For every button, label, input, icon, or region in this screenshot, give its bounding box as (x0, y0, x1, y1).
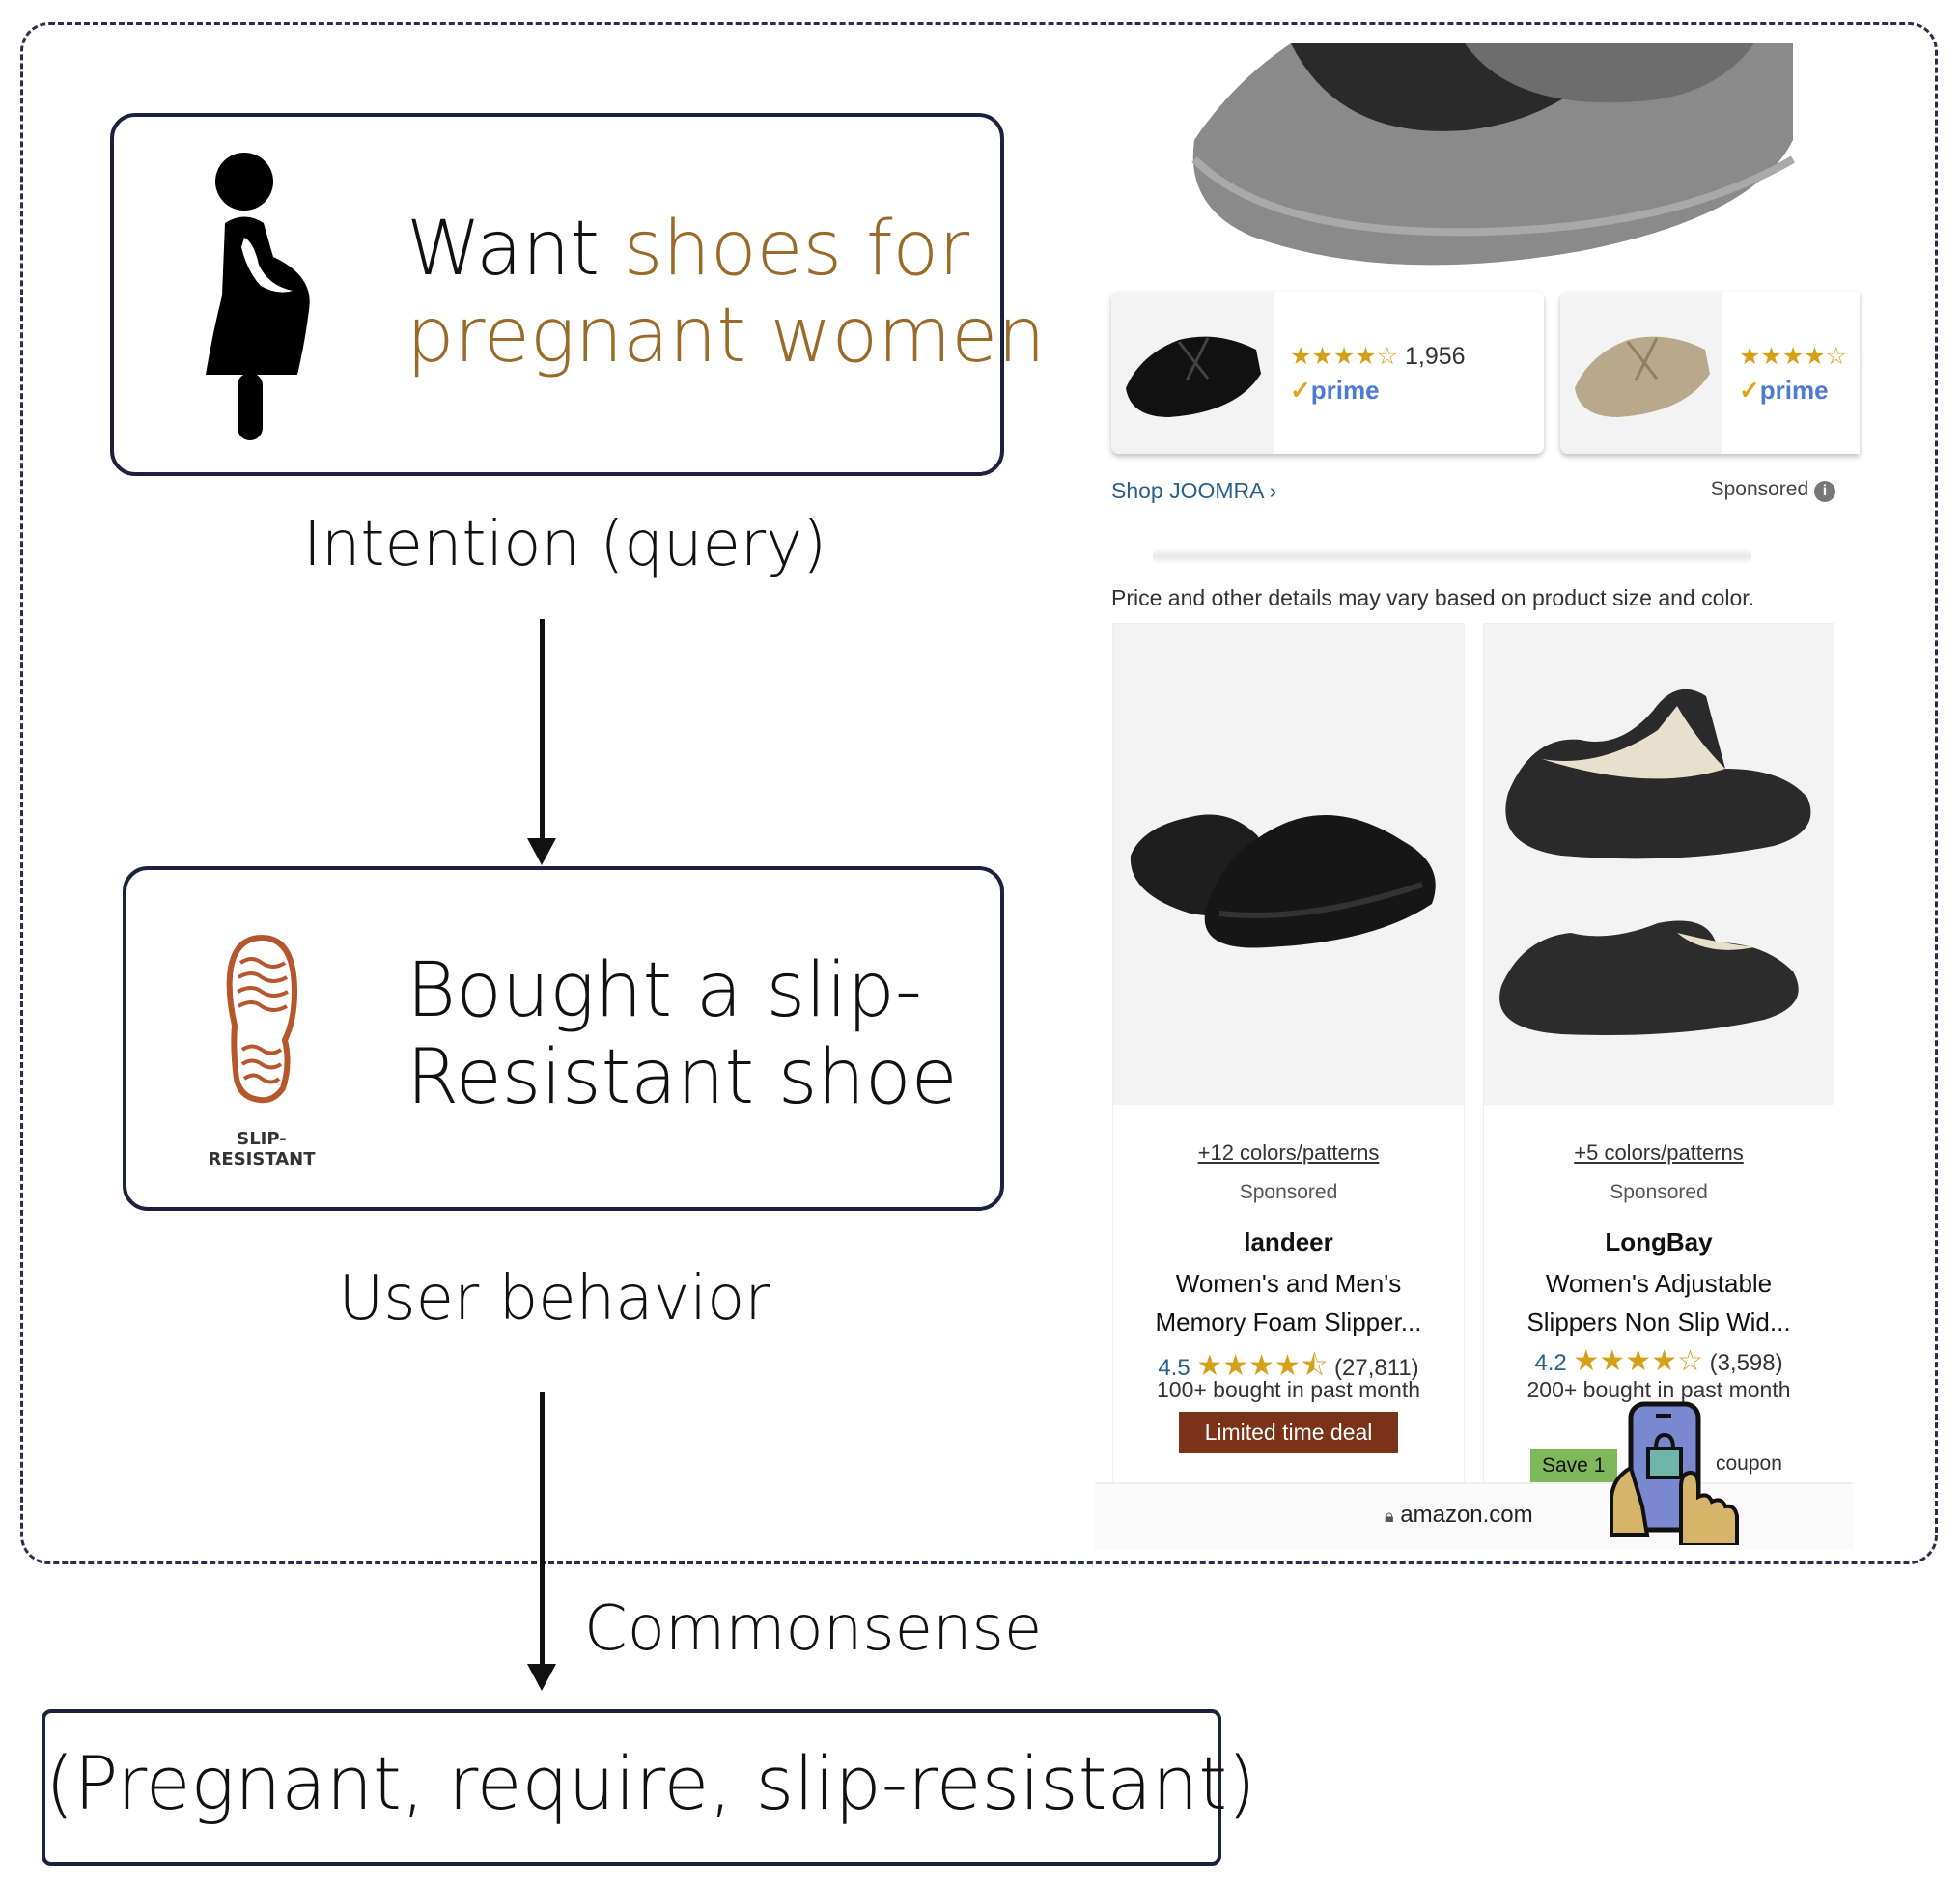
intention-highlight: shoes for (623, 206, 970, 293)
bought-count: 200+ bought in past month (1526, 1377, 1791, 1402)
product-title[interactable]: Women's Adjustable (1545, 1269, 1773, 1298)
rating-row: ★★★★☆ 1,956 (1290, 343, 1466, 370)
intention-highlight: pregnant women (406, 293, 1046, 380)
arrow-line (540, 1392, 545, 1667)
behavior-box: SLIP-RESISTANT Bought a slip- Resistant … (123, 866, 1004, 1211)
shop-joomra-link[interactable]: Shop JOOMRA › (1111, 478, 1277, 503)
arrow-head-icon (527, 1664, 556, 1691)
rating-row[interactable]: 4.2 ★★★★☆ (3,598) (1534, 1345, 1783, 1377)
sponsored-label[interactable]: Sponsored i (1711, 478, 1835, 502)
intention-text-plain: Want (406, 206, 624, 293)
arrow-line (540, 619, 545, 841)
intention-text: Want shoes for pregnant women (406, 206, 1046, 380)
tan-slide-image (1575, 336, 1710, 417)
slip-resistant-label: SLIP-RESISTANT (208, 1129, 316, 1169)
product-title[interactable]: Women's and Men's (1175, 1269, 1402, 1298)
product-title[interactable]: Memory Foam Slipper... (1155, 1308, 1422, 1336)
carousel-card[interactable]: ★★★★☆ ✓prime (1560, 292, 1860, 454)
colors-link[interactable]: +5 colors/patterns (1574, 1140, 1744, 1165)
price-note: Price and other details may vary based o… (1111, 585, 1755, 610)
behavior-text: Bought a slip- Resistant shoe (406, 947, 958, 1121)
coupon-label: coupon (1716, 1452, 1782, 1475)
sponsored-label: Sponsored (1239, 1181, 1338, 1203)
rating-row: ★★★★☆ (1739, 343, 1848, 370)
gray-slide-sandal-image[interactable] (1175, 43, 1803, 275)
product-image[interactable] (1113, 624, 1464, 1105)
intention-box: Want shoes for pregnant women (110, 113, 1046, 476)
sponsored-label: Sponsored (1610, 1181, 1708, 1203)
black-slipper-image (1130, 814, 1436, 948)
product-card[interactable]: +5 colors/patterns Sponsored LongBay Wom… (1483, 623, 1834, 1526)
intention-label: Intention (query) (302, 509, 827, 580)
lock-icon: 🔒︎ (1385, 1506, 1394, 1526)
info-icon[interactable]: i (1814, 481, 1835, 502)
prime-badge: ✓prime (1739, 376, 1829, 405)
product-thumbnail (1560, 292, 1722, 454)
brand-name: landeer (1244, 1227, 1333, 1256)
commonsense-label: Commonsense (584, 1593, 1043, 1665)
carousel-card[interactable]: ★★★★☆ 1,956 ✓prime (1111, 292, 1544, 454)
user-context-region (20, 22, 1938, 1564)
colors-link[interactable]: +12 colors/patterns (1197, 1140, 1380, 1165)
prime-badge: ✓prime (1290, 376, 1380, 405)
brand-name: LongBay (1605, 1227, 1713, 1256)
mobile-shopping-icon (1610, 1401, 1739, 1545)
black-slide-image (1126, 336, 1261, 417)
shoe-sole-icon (226, 934, 298, 1104)
limited-deal-badge: Limited time deal (1179, 1412, 1398, 1453)
bought-count: 100+ bought in past month (1156, 1377, 1420, 1402)
black-adjustable-slipper-image (1499, 689, 1811, 1035)
commonsense-triple: (Pregnant, require, slip-resistant) (45, 1740, 1256, 1826)
pregnant-woman-icon (206, 153, 310, 440)
product-title[interactable]: Slippers Non Slip Wid... (1526, 1308, 1791, 1336)
product-image[interactable] (1484, 624, 1834, 1105)
commonsense-box: (Pregnant, require, slip-resistant) (42, 1709, 1256, 1866)
behavior-line: Resistant shoe (406, 1034, 958, 1121)
url-text[interactable]: 🔒︎ amazon.com (1385, 1502, 1533, 1528)
behavior-line: Bought a slip- (406, 947, 923, 1034)
product-card[interactable]: +12 colors/patterns Sponsored landeer Wo… (1112, 623, 1465, 1526)
behavior-label: User behavior (338, 1263, 770, 1335)
rating-row[interactable]: 4.5 ★★★★⯪ (27,811) (1158, 1350, 1419, 1382)
amazon-screenshot: ★★★★☆ 1,956 ✓prime ★★★★☆ ✓prime Shop JOO… (1095, 39, 1860, 1550)
rating-count: 1,956 (1405, 343, 1466, 370)
product-thumbnail (1111, 292, 1274, 454)
save-badge: Save 1 (1530, 1449, 1617, 1482)
arrow-head-icon (527, 838, 556, 865)
divider (1153, 549, 1751, 564)
